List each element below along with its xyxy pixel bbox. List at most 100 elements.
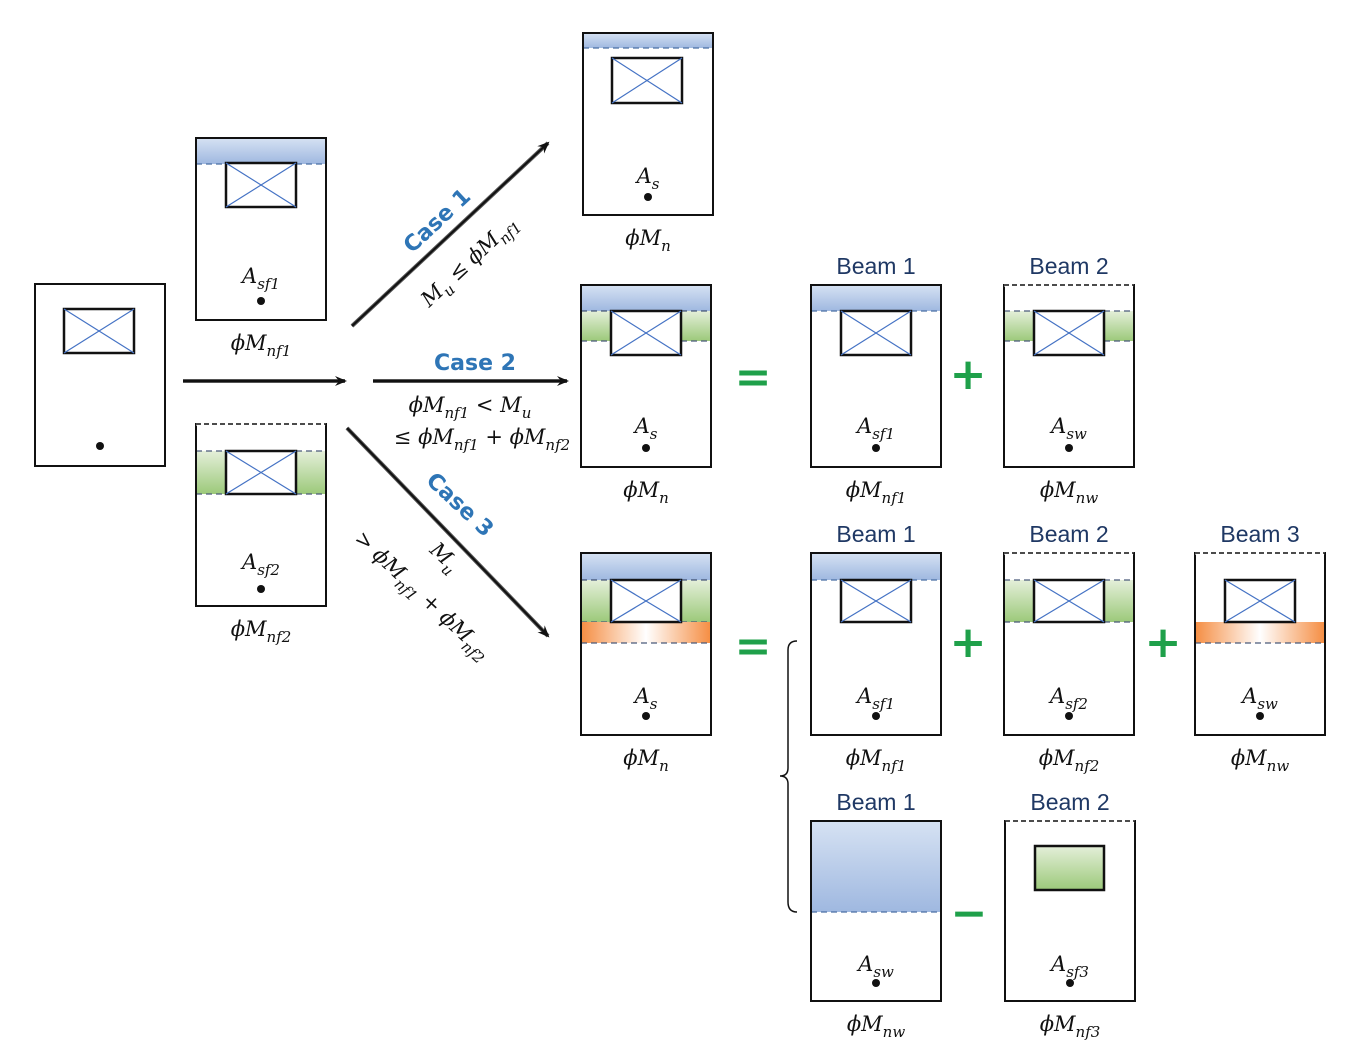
equals-sign: = [735,352,772,403]
beam-section-case1-result: As​ ϕMn​ [582,32,714,255]
steel-area-label-subscript: sf2 [257,561,280,579]
steel-area-label-subscript: sf1 [872,695,895,713]
steel-area-label-main: A [855,684,872,708]
void-cross-line [610,579,682,623]
beam-title: Beam 2 [1029,521,1108,547]
beam-outline-dashed [1003,552,1135,736]
moment-capacity-label: ϕMnw​ [1040,478,1098,507]
void-cross-line [611,57,683,104]
case-3-condition-line2-main: + ϕM [412,584,478,647]
tension-steel-dot [644,193,652,201]
case-2-condition-line2-subscript: nf1 [454,436,479,454]
tension-steel-dot [1065,712,1073,720]
steel-area-label-subscript: sf1 [257,275,280,293]
steel-area-label-subscript: s [650,425,658,443]
moment-capacity-label: ϕMnf1​ [846,746,907,775]
moment-capacity-label-subscript: n [661,237,671,255]
beam-title: Beam 1 [836,253,915,279]
beam-section-case3-beam3: Asw​ ϕMnw​ Beam 3 [1194,521,1326,775]
beam-outline-dashed [1003,284,1135,468]
void-cross-line [225,450,297,495]
beam-section-case2-beam1: Asf1​ ϕMnf1​ Beam 1 [810,253,942,507]
case-2-condition-line1-subscript: nf1 [444,404,469,422]
equals-sign: = [735,621,772,672]
beam-outline-dashed [1194,552,1326,736]
moment-capacity-label-main: ϕM [625,226,661,250]
steel-area-label-main: A [1049,414,1066,438]
steel-area-label-subscript: sf1 [872,425,895,443]
moment-capacity-label: ϕMnw​ [1231,746,1289,775]
beam-outline [582,32,714,216]
moment-capacity-label: ϕMn​ [625,226,671,255]
beam-section-case3-result: As​ ϕMn​ [580,552,712,775]
steel-area-label: Asf1​ [855,414,895,443]
minus-sign: − [951,888,988,939]
beam-title: Beam 3 [1220,521,1299,547]
steel-area-label-subscript: sw [1066,425,1087,443]
tension-steel-dot [642,444,650,452]
beam-section-alt-beam2: Asf3​ϕMnf3​Beam 2 [1004,789,1136,1041]
moment-capacity-label-subscript: n [659,757,669,775]
case-2-condition-line1-main: < M [469,393,522,417]
moment-capacity-label-subscript: nf2 [1075,757,1100,775]
moment-capacity-label: ϕMn​ [623,746,669,775]
tension-steel-dot [257,585,265,593]
tension-steel-dot [872,444,880,452]
moment-capacity-label-main: ϕM [846,478,882,502]
steel-area-label: Asf3​ [1049,952,1089,981]
moment-capacity-label: ϕMnf1​ [846,478,907,507]
case-2-condition-line2-main: ≤ ϕM [394,425,455,449]
beam-outline [580,284,712,468]
moment-capacity-label: ϕMnf1​ [231,331,292,360]
moment-capacity-label-main: ϕM [1039,746,1075,770]
steel-area-label: As​ [633,684,658,713]
equivalent-flange-block [1033,844,1106,892]
moment-capacity-label-main: ϕM [1040,1012,1076,1036]
steel-area-label: Asw​ [856,952,894,981]
steel-area-label: As​ [633,414,658,443]
steel-area-label-main: A [633,684,650,708]
steel-area-label-main: A [633,414,650,438]
case-2-condition-line1-main: ϕM [409,393,445,417]
steel-area-label: Asf2​ [240,550,280,579]
beam-section-alt-beam1: Asw​ϕMnw​Beam 1 [810,789,942,1041]
steel-area-label-main: A [1048,684,1065,708]
beam-outline [580,552,712,736]
moment-capacity-label: ϕMn​ [623,478,669,507]
compression-zone-blue [811,553,941,580]
beam-outline [810,284,942,468]
steel-area-label: As​ [635,164,660,193]
steel-area-label-main: A [855,414,872,438]
plus-sign: + [950,617,987,668]
steel-area-label: Asf1​ [855,684,895,713]
moment-capacity-label-subscript: n [659,489,669,507]
moment-capacity-label-main: ϕM [1231,746,1267,770]
tension-steel-dot [257,297,265,305]
steel-area-label-subscript: sw [873,963,894,981]
void-cross-line [1033,579,1105,623]
compression-zone-blue [581,285,711,311]
beam-outline [195,137,327,321]
moment-capacity-label-subscript: nf1 [882,757,907,775]
compression-zone-blue [583,33,713,48]
steel-area-label-main: A [635,164,652,188]
beam-section-flange1: Asf1​ϕMnf1​ [195,137,327,360]
void-cross-line [225,162,297,208]
moment-capacity-label-main: ϕM [846,746,882,770]
beam-outline [34,283,166,467]
steel-area-label-main: A [240,264,257,288]
steel-area-label: Asw​ [1240,684,1278,713]
moment-capacity-label-main: ϕM [623,478,659,502]
moment-capacity-label-subscript: nf3 [1076,1023,1101,1041]
moment-capacity-label-main: ϕM [231,617,267,641]
moment-capacity-label-subscript: nw [883,1023,906,1041]
tension-steel-dot [96,442,104,450]
moment-capacity-label-subscript: nw [1076,489,1099,507]
case-2-condition-line2-subscript: nf2 [545,436,570,454]
steel-area-label-subscript: sw [1257,695,1278,713]
tension-steel-dot [1066,979,1074,987]
beam-outline-dashed [1004,820,1136,1002]
web-compression-zone-orange [1195,622,1325,643]
beam-section-case2-beam2: Asw​ϕMnw​Beam 2 [1003,253,1135,507]
